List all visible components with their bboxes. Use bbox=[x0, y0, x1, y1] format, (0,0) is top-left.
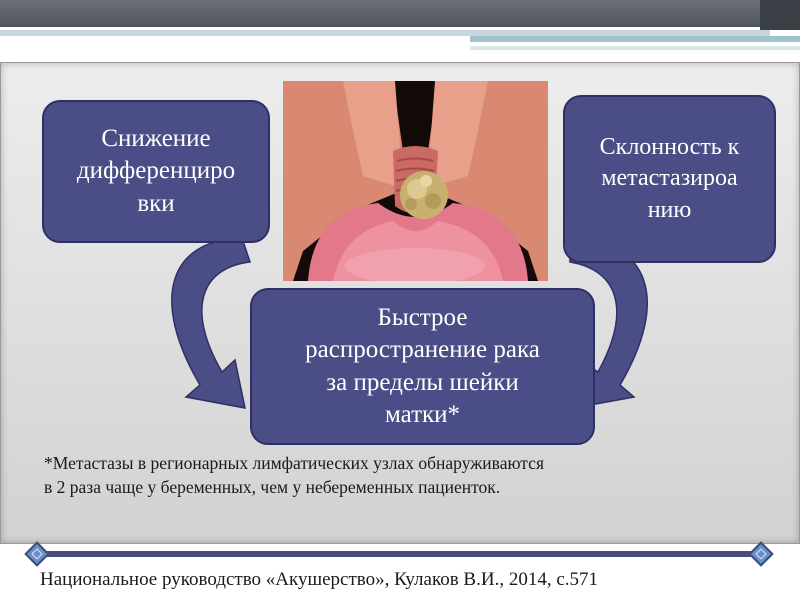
header-bar bbox=[0, 0, 800, 27]
footnote: *Метастазы в регионарных лимфатических у… bbox=[44, 453, 544, 497]
header-stripe-thin bbox=[470, 46, 800, 50]
footer-divider bbox=[30, 551, 768, 557]
rapid-spread-label: Быстрое распространение рака за пределы … bbox=[305, 303, 540, 429]
metastasis-tendency-box: Склонность к метастазироа нию bbox=[563, 95, 776, 263]
header-accent bbox=[760, 0, 800, 30]
cervix-tumor-illustration bbox=[283, 81, 548, 281]
rapid-spread-box: Быстрое распространение рака за пределы … bbox=[250, 288, 595, 445]
reduced-differentiation-box: Снижение дифференциро вки bbox=[42, 100, 270, 243]
diamond-ornament-icon bbox=[24, 541, 50, 567]
header-stripe-accent bbox=[470, 36, 800, 42]
metastasis-tendency-label: Склонность к метастазироа нию bbox=[599, 134, 740, 223]
diamond-ornament-icon bbox=[748, 541, 774, 567]
header-stripe bbox=[0, 30, 770, 36]
reduced-differentiation-label: Снижение дифференциро вки bbox=[76, 124, 236, 217]
source-citation: Национальное руководство «Акушерство», К… bbox=[40, 569, 599, 590]
